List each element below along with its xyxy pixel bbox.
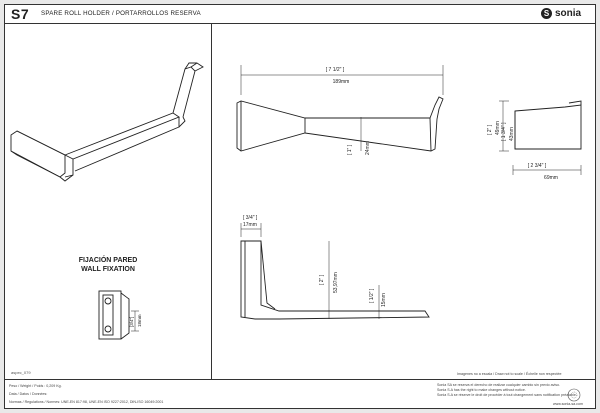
fixation-view [98,290,139,340]
footer-legal-en: Sonia S.A has the right to make changes … [437,388,526,392]
dim-front-w-mm: 17mm [243,222,257,228]
dim-side-depth-in: [ 2 3/4" ] [528,163,547,169]
fixation-label: FIJACIÓN PARED WALL FIXATION [65,256,151,274]
sonia-logo: S sonia [541,7,593,21]
product-title: SPARE ROLL HOLDER / PORTARROLLOS RESERVA [41,10,201,17]
dim-front-h-mm: 53,97mm [333,272,339,293]
dim-fix-mm: 18mm [137,314,142,327]
dim-fix-in: [3/4"] [129,317,134,327]
dim-front-small-mm: 15mm [381,293,387,307]
top-view [236,65,444,152]
sonia-logo-mark: S [541,8,552,19]
technical-drawing: [ 7 1/2" ] 189mm [ 1" ] 24mm [ 2" ] 49mm… [10,62,582,340]
isometric-view [10,62,204,182]
dim-top-width-mm: 189mm [333,79,350,85]
dim-side-inner-mm: 43mm [509,127,515,141]
header-bar: S7 SPARE ROLL HOLDER / PORTARROLLOS RESE… [5,5,595,24]
dim-side-height-mm: 49mm [495,121,501,135]
footer-norms: Normas / Regulations / Normes: UNE-EN 81… [9,400,164,404]
footer-legal-es: Sonia SA se reserva el derecho de realiz… [437,383,561,387]
product-code: S7 [11,6,30,22]
dim-front-w-in: [ 3/4" ] [243,215,258,221]
dim-top-height-in: [ 1" ] [347,144,353,155]
side-view [499,100,582,175]
dim-side-inner-in: [ 1 3/4" ] [501,122,507,141]
footer-weight: Peso / Weight / Poids : 0,209 Kg. [9,384,62,388]
drawing-code: aspec_079 [11,370,31,375]
fixation-label-es: FIJACIÓN PARED [78,257,138,264]
footer: Peso / Weight / Poids : 0,209 Kg. Data /… [5,372,595,408]
fixation-label-en: WALL FIXATION [81,266,135,273]
footer-scale-note: Imagenes no a escala / Draw not to scale… [457,372,562,376]
dim-front-h-in: [ 2" ] [319,274,325,285]
panel-divider [211,23,212,379]
dim-top-width-in: [ 7 1/2" ] [326,67,345,73]
dim-side-height-in: [ 2" ] [487,124,493,135]
dim-front-small-in: [ 1/2" ] [369,288,375,303]
footer-website[interactable]: www.sonia-sa.com [553,402,583,406]
certification-icon [567,388,581,402]
sonia-logo-text: sonia [555,8,582,19]
footer-date: Data / Datos / Données: [9,392,48,396]
front-view [240,223,430,320]
dim-side-depth-mm: 69mm [544,175,558,181]
dim-top-height-mm: 24mm [365,141,371,155]
footer-legal-fr: Sonia S.A se réserve le droit de procéde… [437,393,577,397]
technical-sheet: S7 SPARE ROLL HOLDER / PORTARROLLOS RESE… [4,4,596,409]
